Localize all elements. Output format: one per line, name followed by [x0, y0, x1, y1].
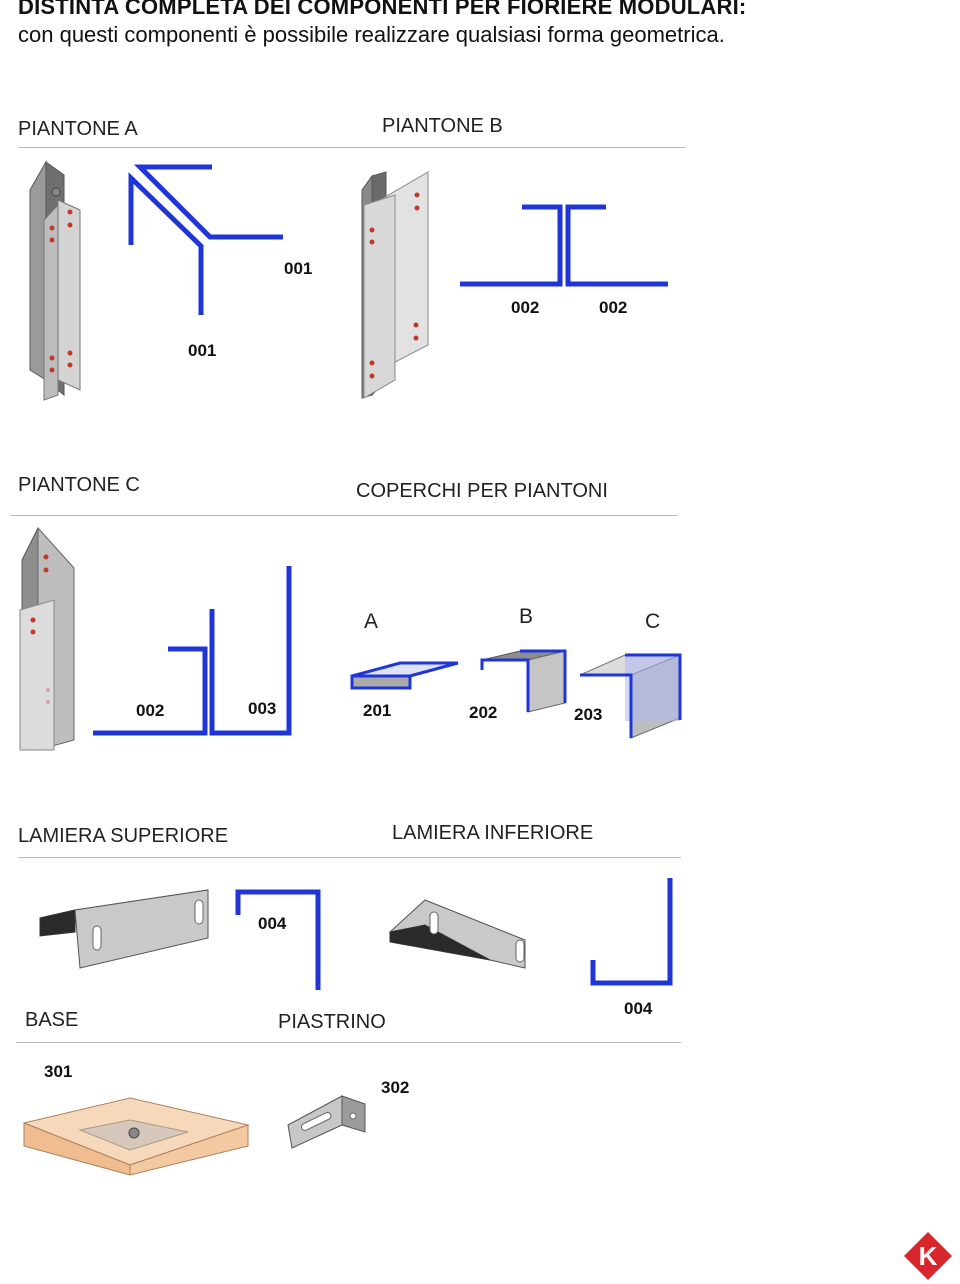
piantone-b-render — [361, 171, 429, 399]
section-title-piantone-c: PIANTONE C — [18, 474, 140, 496]
divider — [16, 1042, 681, 1043]
section-title-piastrino: PIASTRINO — [278, 1011, 386, 1033]
cover-letter-a: A — [364, 610, 379, 633]
section-title-lamiera-superiore: LAMIERA SUPERIORE — [18, 825, 229, 847]
section-title-piantone-b: PIANTONE B — [382, 115, 503, 137]
piastrino-render — [287, 1095, 366, 1149]
code-label: 203 — [574, 705, 603, 724]
cover-letter-b: B — [519, 605, 534, 628]
logo-letter: K — [919, 1241, 938, 1271]
code-label: 202 — [469, 703, 498, 722]
lamiera-superiore-render — [39, 889, 209, 969]
divider — [18, 147, 686, 148]
code-label: 001 — [284, 259, 313, 278]
section-title-lamiera-inferiore: LAMIERA INFERIORE — [392, 822, 594, 844]
cover-203 — [579, 653, 682, 739]
section-title-piantone-a: PIANTONE A — [18, 118, 138, 140]
code-label: 002 — [136, 701, 165, 720]
profile-001 — [128, 164, 283, 315]
profile-002-pair — [460, 204, 668, 287]
cover-201 — [350, 661, 459, 690]
code-label: 201 — [363, 701, 392, 720]
code-label: 004 — [258, 914, 287, 933]
cover-202 — [480, 649, 567, 713]
page-title: DISTINTA COMPLETA DEI COMPONENTI PER FIO… — [18, 0, 747, 19]
cover-letter-c: C — [645, 610, 661, 633]
brand-logo: K — [904, 1232, 952, 1280]
code-label: 301 — [44, 1062, 73, 1081]
lamiera-inferiore-render — [388, 899, 526, 969]
code-label: 004 — [624, 999, 653, 1018]
divider — [10, 515, 678, 516]
piantone-a-render — [29, 160, 81, 401]
code-label: 001 — [188, 341, 217, 360]
section-title-coperchi: COPERCHI PER PIANTONI — [356, 480, 608, 502]
code-label: 302 — [381, 1078, 410, 1097]
profile-004-superiore — [235, 889, 321, 990]
divider — [18, 857, 681, 858]
profile-002-003 — [93, 566, 292, 736]
code-label: 002 — [599, 298, 628, 317]
base-render — [22, 1097, 250, 1176]
profile-004-inferiore — [590, 878, 673, 986]
code-label: 002 — [511, 298, 540, 317]
page-subtitle: con questi componenti è possibile realiz… — [18, 22, 725, 47]
code-label: 003 — [248, 699, 277, 718]
piantone-c-render — [19, 526, 75, 751]
section-title-base: BASE — [25, 1009, 79, 1031]
